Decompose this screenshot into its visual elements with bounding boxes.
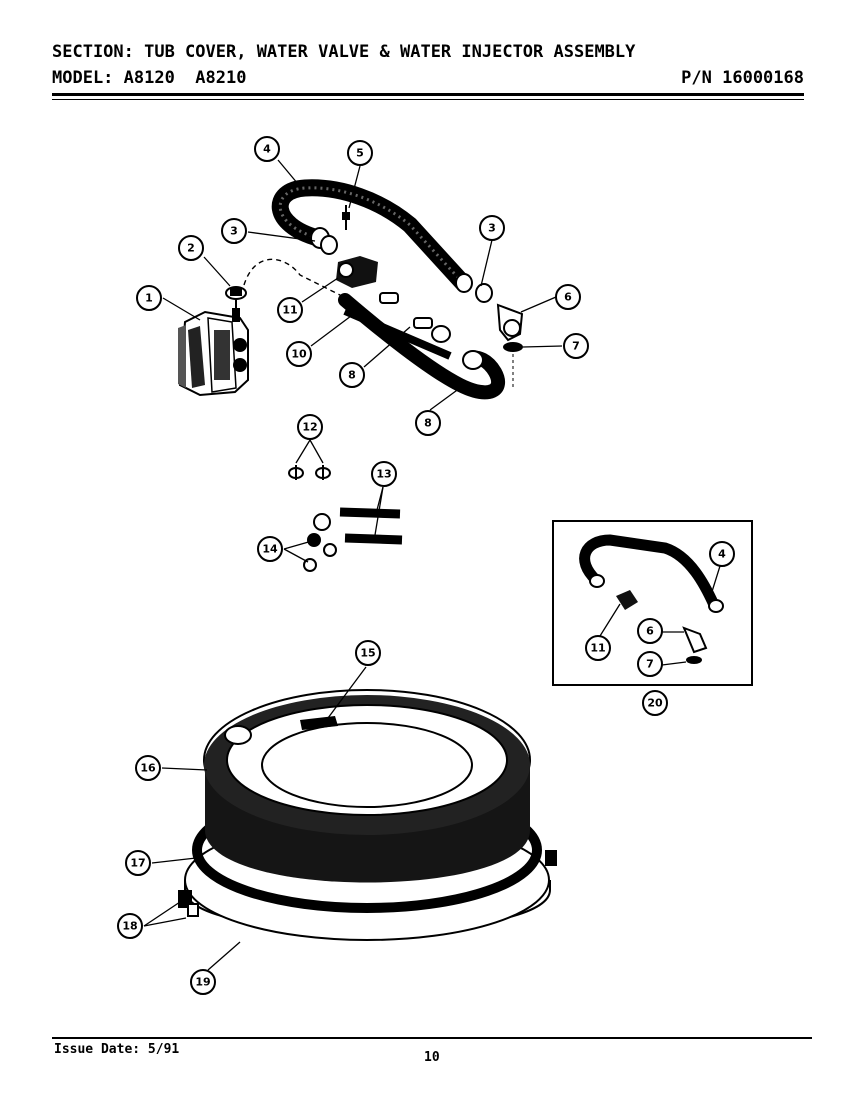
screw-drawing [342, 205, 350, 230]
svg-text:20: 20 [647, 697, 663, 710]
svg-text:18: 18 [122, 920, 137, 933]
kit-callout-4: 4 [709, 541, 735, 567]
nozzle-bracket-drawing [225, 286, 247, 310]
section-title: SECTION: TUB COVER, WATER VALVE & WATER … [52, 42, 636, 62]
svg-text:11: 11 [590, 642, 605, 655]
kit-callout-7: 7 [637, 651, 663, 677]
svg-text:7: 7 [646, 658, 654, 671]
kit-callout-11: 11 [585, 635, 611, 661]
svg-text:6: 6 [564, 291, 572, 304]
callout-7: 7 [563, 333, 589, 359]
callout-13: 13 [371, 461, 397, 487]
svg-text:19: 19 [195, 976, 210, 989]
svg-text:10: 10 [291, 348, 307, 361]
svg-text:13: 13 [376, 468, 391, 481]
svg-text:17: 17 [130, 857, 145, 870]
header-rule-thin [52, 99, 804, 100]
callout-11: 11 [277, 297, 303, 323]
tub-cover-drawing [178, 689, 557, 941]
svg-text:6: 6 [646, 625, 654, 638]
kit-callout-6: 6 [637, 618, 663, 644]
svg-text:3: 3 [488, 222, 496, 235]
inlet-hoses-drawing [303, 507, 403, 572]
svg-text:11: 11 [282, 304, 297, 317]
header-rule [52, 93, 804, 96]
svg-text:1: 1 [145, 292, 153, 305]
callout-15: 15 [355, 640, 381, 666]
callout-8-lower: 8 [415, 410, 441, 436]
svg-text:15: 15 [360, 647, 375, 660]
svg-text:12: 12 [302, 421, 317, 434]
callout-17: 17 [125, 850, 151, 876]
svg-text:2: 2 [187, 242, 195, 255]
callout-10: 10 [286, 341, 312, 367]
model-line: MODEL: A8120 A8210 [52, 68, 247, 88]
callout-12: 12 [297, 414, 323, 440]
callout-2: 2 [178, 235, 204, 261]
callout-6: 6 [555, 284, 581, 310]
callout-20: 20 [642, 690, 668, 716]
callout-3-left: 3 [221, 218, 247, 244]
page-number: 10 [424, 1050, 440, 1065]
nut-drawing [288, 465, 331, 480]
callout-19: 19 [190, 969, 216, 995]
part-number: P/N 16000168 [681, 68, 804, 88]
svg-text:14: 14 [262, 543, 278, 556]
callout-3-right: 3 [479, 215, 505, 241]
callout-16: 16 [135, 755, 161, 781]
svg-text:16: 16 [140, 762, 156, 775]
callout-4: 4 [254, 136, 280, 162]
callout-18: 18 [117, 913, 143, 939]
callout-8-upper: 8 [339, 362, 365, 388]
water-injector-drawing [336, 256, 378, 288]
svg-text:4: 4 [263, 143, 271, 156]
issue-date: Issue Date: 5/91 [54, 1042, 180, 1057]
svg-text:5: 5 [356, 147, 364, 160]
footer-rule [52, 1037, 812, 1039]
svg-text:3: 3 [230, 225, 238, 238]
svg-text:8: 8 [424, 417, 432, 430]
callout-1: 1 [136, 285, 162, 311]
callout-5: 5 [347, 140, 373, 166]
callout-14: 14 [257, 536, 283, 562]
svg-text:7: 7 [572, 340, 580, 353]
water-valve-drawing [178, 308, 249, 397]
svg-text:8: 8 [348, 369, 356, 382]
svg-text:4: 4 [718, 548, 726, 561]
hose-clamp-drawing [320, 235, 493, 303]
elbow-drawing [496, 303, 524, 342]
fitting-drawing [379, 292, 451, 343]
kit-box [552, 520, 753, 686]
leader-lines [143, 159, 721, 971]
